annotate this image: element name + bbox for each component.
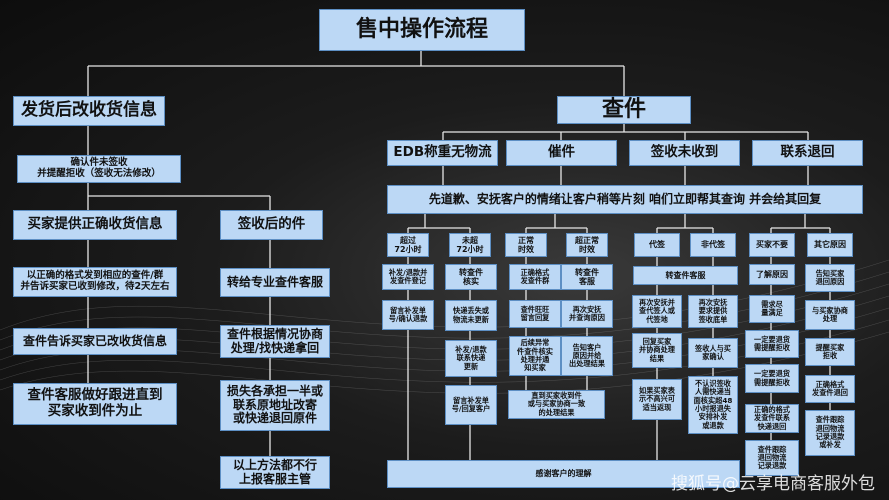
reply-buyer-box: 回复买家 并协商处理 结果 bbox=[632, 333, 682, 368]
signed-parcel-box: 签收后的件 bbox=[220, 210, 323, 240]
reissue-register-box: 补发/退款并 发查件登记 bbox=[382, 264, 434, 290]
notify-return-box: 告知买家 退回原因 bbox=[805, 264, 855, 292]
sign-confirm-box: 签收人与买 家确认 bbox=[688, 338, 738, 368]
must-return2-box: 一定要退货 需提醒拒收 bbox=[745, 364, 799, 393]
track-record-box: 查件跟踪 退回物流 记录退款 或补发 bbox=[805, 410, 855, 456]
wangwang-reply-box: 查件旺旺 留言回复 bbox=[509, 300, 561, 328]
confirm-sign-box: 再次安抚 要求提供 签收底单 bbox=[688, 295, 738, 328]
transfer-kf2-box: 转查件客服 bbox=[633, 266, 738, 285]
after-abnormal-box: 后续异常 件查件核实 处理并通 知买家 bbox=[509, 336, 561, 376]
need-met-box: 需求尽 量满足 bbox=[749, 295, 795, 323]
track-return-box: 查件跟踪 退回物流 记录退款 bbox=[745, 440, 799, 476]
cat-return: 联系退回 bbox=[752, 140, 863, 166]
page-title: 售中操作流程 bbox=[319, 9, 525, 51]
format-return-box: 正确格式 发查件退回 bbox=[805, 375, 855, 403]
leave-reissue2-box: 留言补发单 号/回复客户 bbox=[445, 385, 497, 425]
confirm-unsigned-box: 确认件未签收 并提醒拒收（签收无法修改） bbox=[17, 155, 181, 183]
exceed-time-box: 超正常 时效 bbox=[566, 233, 608, 257]
thanks-box: 感谢客户的理解 bbox=[387, 460, 740, 488]
buyer-insist-box: 如果买家表 示不高兴可 适当返现 bbox=[632, 379, 682, 420]
lost-no-update-box: 快递丢失或 物流未更新 bbox=[445, 300, 497, 331]
escalate-box: 以上方法都不行 上报客服主管 bbox=[220, 456, 330, 489]
loss-share-box: 损失各承担一半或 联系原地址改寄 或快递退回原件 bbox=[220, 380, 330, 431]
other-reason-box: 其它原因 bbox=[807, 233, 853, 257]
understand-reason-box: 了解原因 bbox=[749, 264, 795, 285]
until-agree-box: 直到买家收到件 或与买家协商一致 的处理结果 bbox=[508, 390, 605, 419]
under-72h-box: 未超 72小时 bbox=[449, 233, 491, 257]
left-header: 发货后改收货信息 bbox=[13, 96, 165, 126]
reissue-contact-box: 补发/退款 联系快递 更新 bbox=[445, 340, 497, 377]
cat-urge: 催件 bbox=[506, 140, 617, 166]
negotiate-box: 与买家协商 处理 bbox=[805, 300, 855, 330]
query-header: 查件 bbox=[557, 96, 691, 124]
remind-refuse-box: 提醒买家 拒收 bbox=[805, 338, 855, 366]
not-confirm-box: 不认识签收 人需快递当 面核实超48 小时报退失 安排补发 或退款 bbox=[688, 376, 738, 434]
not-proxy-box: 非代签 bbox=[690, 233, 736, 257]
must-return-box: 一定要退货 需提醒拒收 bbox=[745, 330, 799, 358]
format-notify-box: 正确的格式 发查件联系 快递退回 bbox=[745, 404, 799, 433]
tell-result-box: 告知客户 原因并给 出处理结果 bbox=[561, 336, 613, 376]
normal-time-box: 正常 时效 bbox=[505, 233, 547, 257]
transfer-kf-box: 转查件 客服 bbox=[561, 264, 613, 290]
format-send-box: 正确格式 发查件群 bbox=[509, 264, 561, 290]
transfer-specialist-box: 转给专业查件客服 bbox=[220, 268, 330, 297]
buyer-no-box: 买家不要 bbox=[749, 233, 795, 257]
coordinate-box: 查件根据情况协商 处理/找快递拿回 bbox=[220, 325, 330, 358]
buyer-correct-info-box: 买家提供正确收货信息 bbox=[13, 210, 177, 240]
follow-up-box: 查件客服做好跟进直到 买家收到件为止 bbox=[13, 383, 177, 425]
transfer-verify-box: 转查件 核实 bbox=[445, 264, 497, 290]
tell-buyer-changed-box: 查件告诉买家已改收货信息 bbox=[13, 328, 177, 355]
cat-unsigned: 签收未收到 bbox=[629, 140, 740, 166]
watermark: 搜狐号@云享电商客服外包 bbox=[671, 474, 875, 494]
notify-format-box: 以正确的格式发到相应的查件/群 并告诉买家已收到修改，待2天左右 bbox=[13, 267, 177, 297]
ask-reason-box: 再次安抚 并查询原因 bbox=[561, 300, 613, 328]
leave-reissue-box: 留言补发单 号/确认退款 bbox=[382, 300, 434, 330]
ask-proxy-box: 再次安抚并 查代签人或 代签地 bbox=[632, 295, 682, 328]
proxy-sign-box: 代签 bbox=[634, 233, 680, 257]
apology-box: 先道歉、安抚客户的情绪让客户稍等片刻 咱们立即帮其查询 并会给其回复 bbox=[387, 185, 863, 214]
cat-edb: EDB称重无物流 bbox=[387, 140, 498, 166]
overdue-72h-box: 超过 72小时 bbox=[387, 233, 429, 257]
